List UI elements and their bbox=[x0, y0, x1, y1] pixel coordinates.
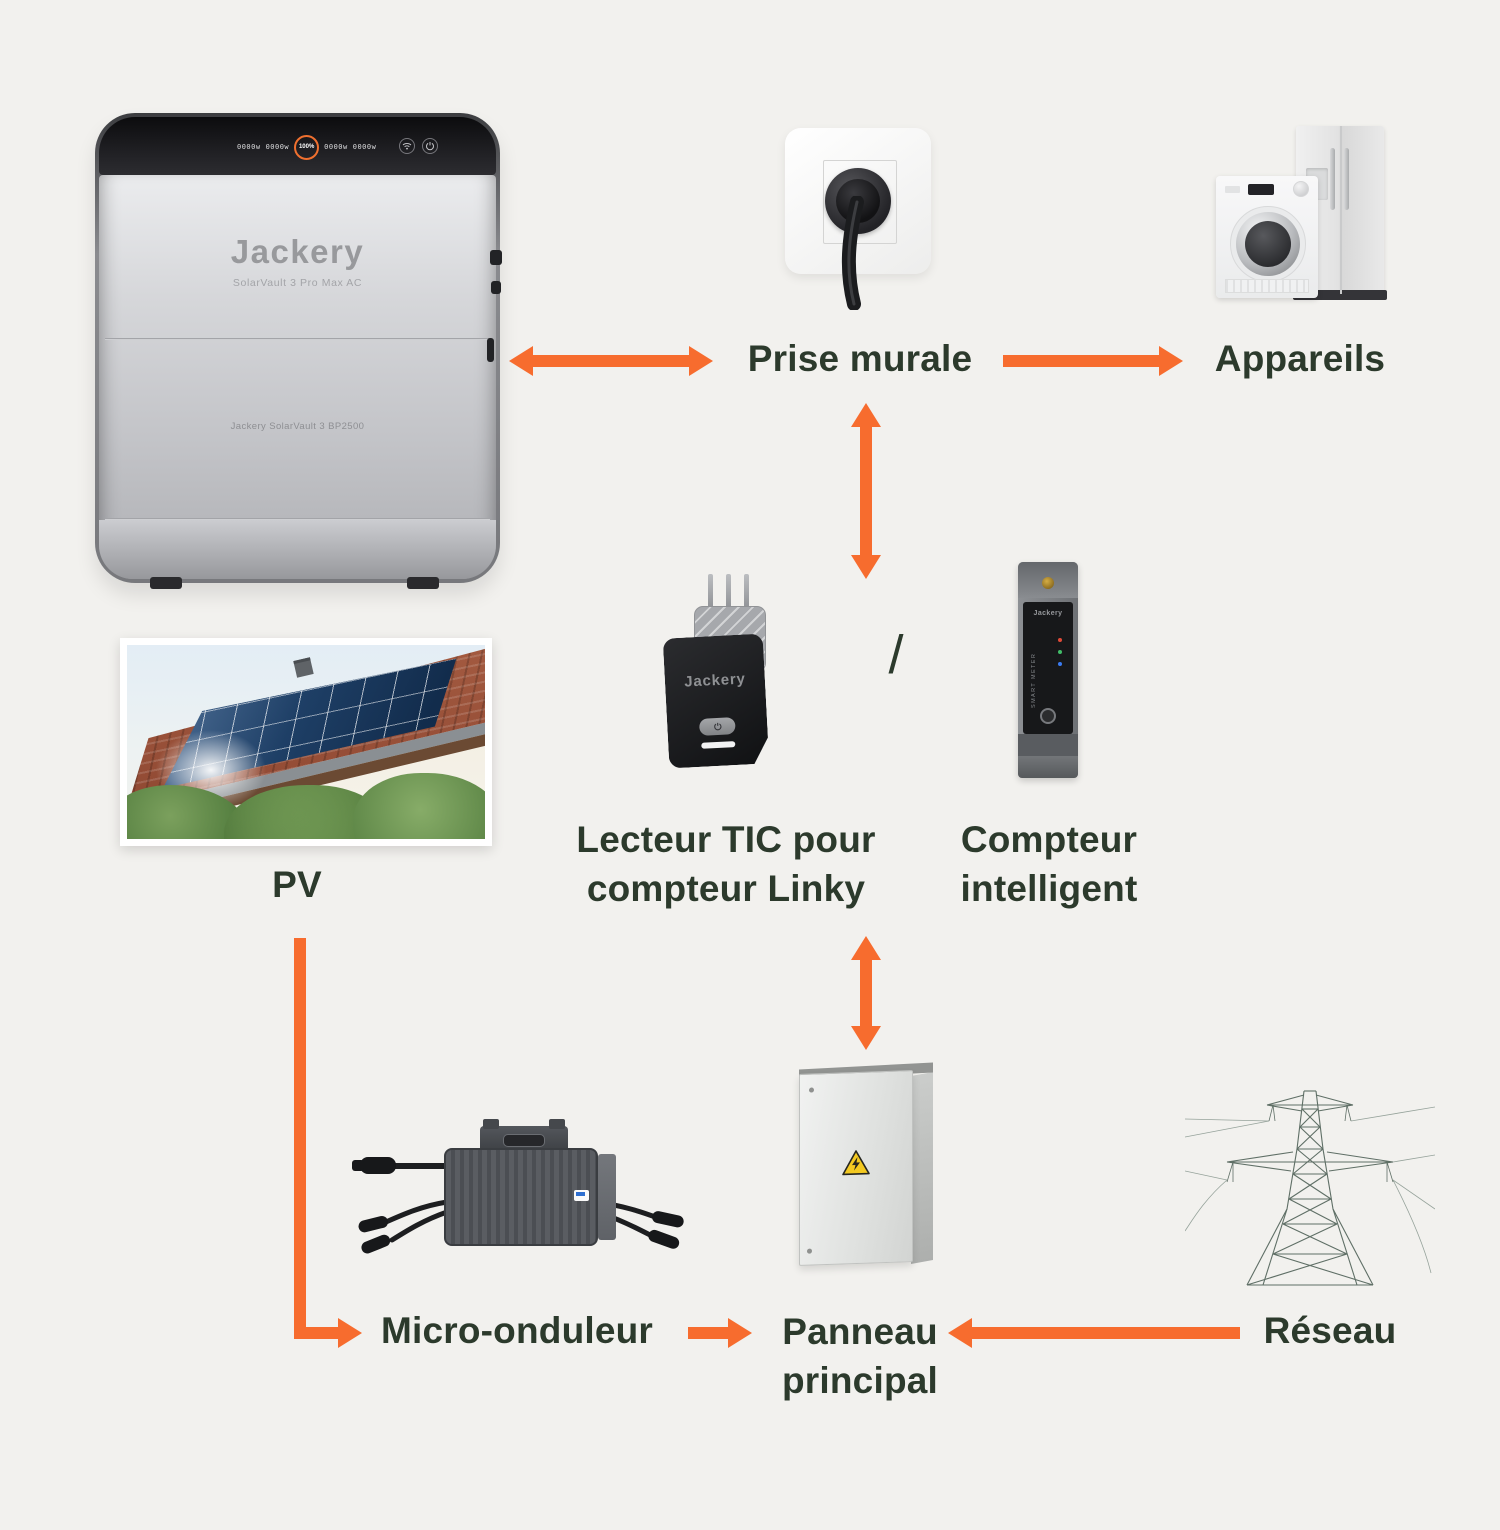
battery-display: 0000w 0000w 100% 0000w 0000w bbox=[237, 133, 376, 161]
display-segment: 0000w bbox=[237, 143, 261, 151]
main-panel-image bbox=[793, 1060, 945, 1272]
inverter-side-cap bbox=[598, 1154, 616, 1240]
washer-image bbox=[1216, 176, 1318, 298]
label-appliances: Appareils bbox=[1214, 338, 1386, 379]
battery-front-face: Jackery SolarVault 3 Pro Max AC Jackery … bbox=[99, 175, 496, 579]
battery-unit-image: 0000w 0000w 100% 0000w 0000w Jackery Sol… bbox=[95, 113, 502, 589]
tic-power-button bbox=[699, 717, 736, 736]
label-pv: PV bbox=[272, 864, 322, 905]
label-line: compteur Linky bbox=[586, 867, 866, 909]
battery-seam bbox=[105, 338, 490, 340]
tic-body: Jackery bbox=[663, 633, 770, 768]
wall-socket-image bbox=[785, 126, 935, 311]
warning-icon bbox=[842, 1150, 870, 1176]
battery-model: SolarVault 3 Pro Max AC bbox=[232, 277, 363, 289]
micro-inverter-image bbox=[352, 1112, 692, 1272]
label-line: principal bbox=[782, 1359, 938, 1401]
display-segment: 0000w bbox=[265, 143, 290, 151]
appliances-image bbox=[1212, 116, 1402, 314]
fridge-base bbox=[1293, 290, 1387, 300]
separator-slash: / bbox=[888, 625, 904, 685]
power-tower-image bbox=[1185, 1090, 1435, 1286]
label-grid: Réseau bbox=[1263, 1310, 1397, 1351]
meter-panel: Jackery SMART METER bbox=[1023, 602, 1073, 734]
washer-display bbox=[1248, 184, 1274, 195]
meter-indicator-light bbox=[1042, 577, 1054, 589]
label-micro-inverter: Micro-onduleur bbox=[380, 1310, 654, 1351]
battery-soc-ring: 100% bbox=[294, 134, 320, 160]
display-segment: 0000w bbox=[352, 143, 377, 151]
tic-brand: Jackery bbox=[683, 670, 747, 691]
inverter-sticker bbox=[574, 1190, 589, 1201]
chimney bbox=[293, 656, 314, 678]
fridge-handle bbox=[1330, 148, 1335, 210]
meter-led-red bbox=[1058, 638, 1062, 642]
tic-pin bbox=[744, 574, 749, 610]
fridge-handle bbox=[1344, 148, 1349, 210]
label-line: Compteur bbox=[960, 819, 1138, 860]
meter-led-green bbox=[1058, 650, 1062, 654]
battery-seam bbox=[105, 518, 490, 520]
label-line: Lecteur TIC pour bbox=[576, 819, 876, 860]
meter-foot bbox=[1018, 756, 1078, 778]
washer-door-ring bbox=[1236, 212, 1300, 276]
meter-step bbox=[1018, 734, 1078, 756]
tic-pin bbox=[726, 574, 731, 610]
wifi-icon bbox=[399, 138, 415, 154]
washer-drum bbox=[1245, 221, 1291, 267]
cabinet-screw bbox=[807, 1248, 812, 1254]
bush bbox=[352, 773, 485, 839]
label-line: Panneau bbox=[782, 1311, 938, 1352]
washer-vent-drawer bbox=[1225, 279, 1309, 293]
label-line: intelligent bbox=[960, 867, 1138, 909]
battery-foot bbox=[150, 577, 182, 589]
pv-photo bbox=[120, 638, 492, 846]
inverter-body bbox=[444, 1148, 598, 1246]
cabinet-screw bbox=[809, 1087, 814, 1093]
meter-button bbox=[1040, 708, 1056, 724]
battery-top-panel: 0000w 0000w 100% 0000w 0000w bbox=[99, 117, 496, 175]
pv-photo-inner bbox=[127, 645, 485, 839]
tic-light-bar bbox=[701, 741, 735, 749]
bracket-slot bbox=[503, 1134, 545, 1147]
meter-product-text: SMART METER bbox=[1031, 652, 1037, 708]
power-icon bbox=[422, 138, 438, 154]
label-main-panel: Panneau principal bbox=[782, 1308, 938, 1406]
battery-side-connector bbox=[491, 281, 501, 294]
battery-base-section bbox=[99, 520, 496, 579]
battery-side-slot bbox=[487, 338, 494, 362]
battery-foot bbox=[407, 577, 439, 589]
meter-led-blue bbox=[1058, 662, 1062, 666]
washer-door bbox=[1230, 206, 1306, 282]
washer-detergent-slot bbox=[1225, 186, 1240, 193]
label-tic-reader: Lecteur TIC pour compteur Linky bbox=[576, 816, 875, 914]
battery-soc-value: 100% bbox=[298, 144, 315, 150]
socket-inner-frame bbox=[823, 160, 897, 244]
battery-side-connector bbox=[490, 250, 502, 265]
washer-knob bbox=[1293, 181, 1309, 197]
label-wall-socket: Prise murale bbox=[747, 338, 973, 379]
cabinet-side bbox=[911, 1072, 933, 1264]
tic-pin bbox=[708, 574, 713, 610]
display-segment: 0000w bbox=[324, 143, 348, 151]
smart-meter-image: Jackery SMART METER bbox=[1018, 562, 1078, 778]
battery-base-label: Jackery SolarVault 3 BP2500 bbox=[230, 421, 365, 432]
tic-reader-image: Jackery bbox=[664, 574, 776, 770]
cabinet-front bbox=[799, 1070, 913, 1266]
meter-brand: Jackery bbox=[1033, 610, 1063, 617]
label-smart-meter: Compteur intelligent bbox=[961, 816, 1138, 914]
plug-cable bbox=[841, 196, 864, 310]
battery-brand: Jackery bbox=[230, 233, 365, 270]
power-icon bbox=[713, 722, 722, 731]
